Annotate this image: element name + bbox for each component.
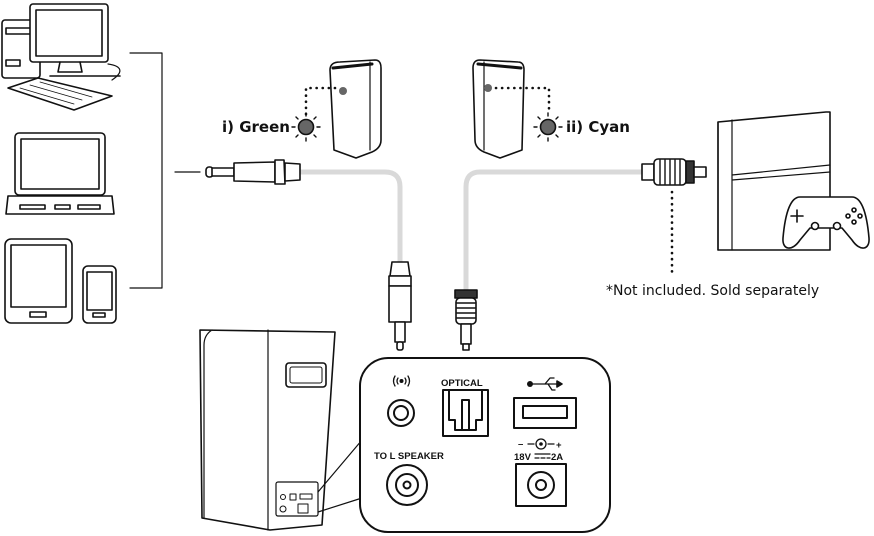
speaker-icon: [199, 329, 336, 531]
optical-cable: [463, 169, 645, 295]
green-light-label: i) Green: [222, 118, 290, 136]
current-label: 2A: [551, 452, 563, 463]
usb-icon: [513, 377, 577, 429]
dc-power-icon: – + 18V 2A: [514, 438, 567, 507]
voltage-label: 18V: [514, 452, 532, 463]
tablet-icon: [4, 238, 73, 324]
minus-sign: –: [518, 439, 523, 450]
callout-line: [317, 439, 363, 513]
speaker-icon: [329, 59, 382, 159]
aux-cable: [295, 169, 403, 265]
back-panel: OPTICAL TO L SPEAKER – + 18V 2A: [359, 357, 611, 533]
aux-jack-plug-icon: [205, 159, 301, 185]
aux-jack-plug-icon: [388, 261, 412, 351]
bracket-line: [129, 52, 201, 289]
plus-sign: +: [556, 440, 562, 451]
optical-label: OPTICAL: [441, 378, 483, 389]
cyan-light-label: ii) Cyan: [566, 118, 630, 136]
gamepad-icon: [782, 196, 870, 249]
speaker-out-port: [386, 464, 428, 506]
speaker-icon: [472, 59, 525, 159]
dotted-leader: [494, 86, 551, 116]
laptop-icon: [5, 132, 115, 215]
optical-plug-icon: [454, 289, 478, 351]
led-icon: [291, 84, 563, 142]
phone-icon: [82, 265, 117, 324]
optical-plug-icon: [641, 158, 707, 186]
aux-port-icon: [387, 375, 415, 427]
to-l-speaker-label: TO L SPEAKER: [374, 451, 444, 462]
not-included-note: *Not included. Sold separately: [606, 283, 819, 299]
desktop-computer-icon: [1, 3, 121, 111]
optical-port: [442, 389, 489, 437]
